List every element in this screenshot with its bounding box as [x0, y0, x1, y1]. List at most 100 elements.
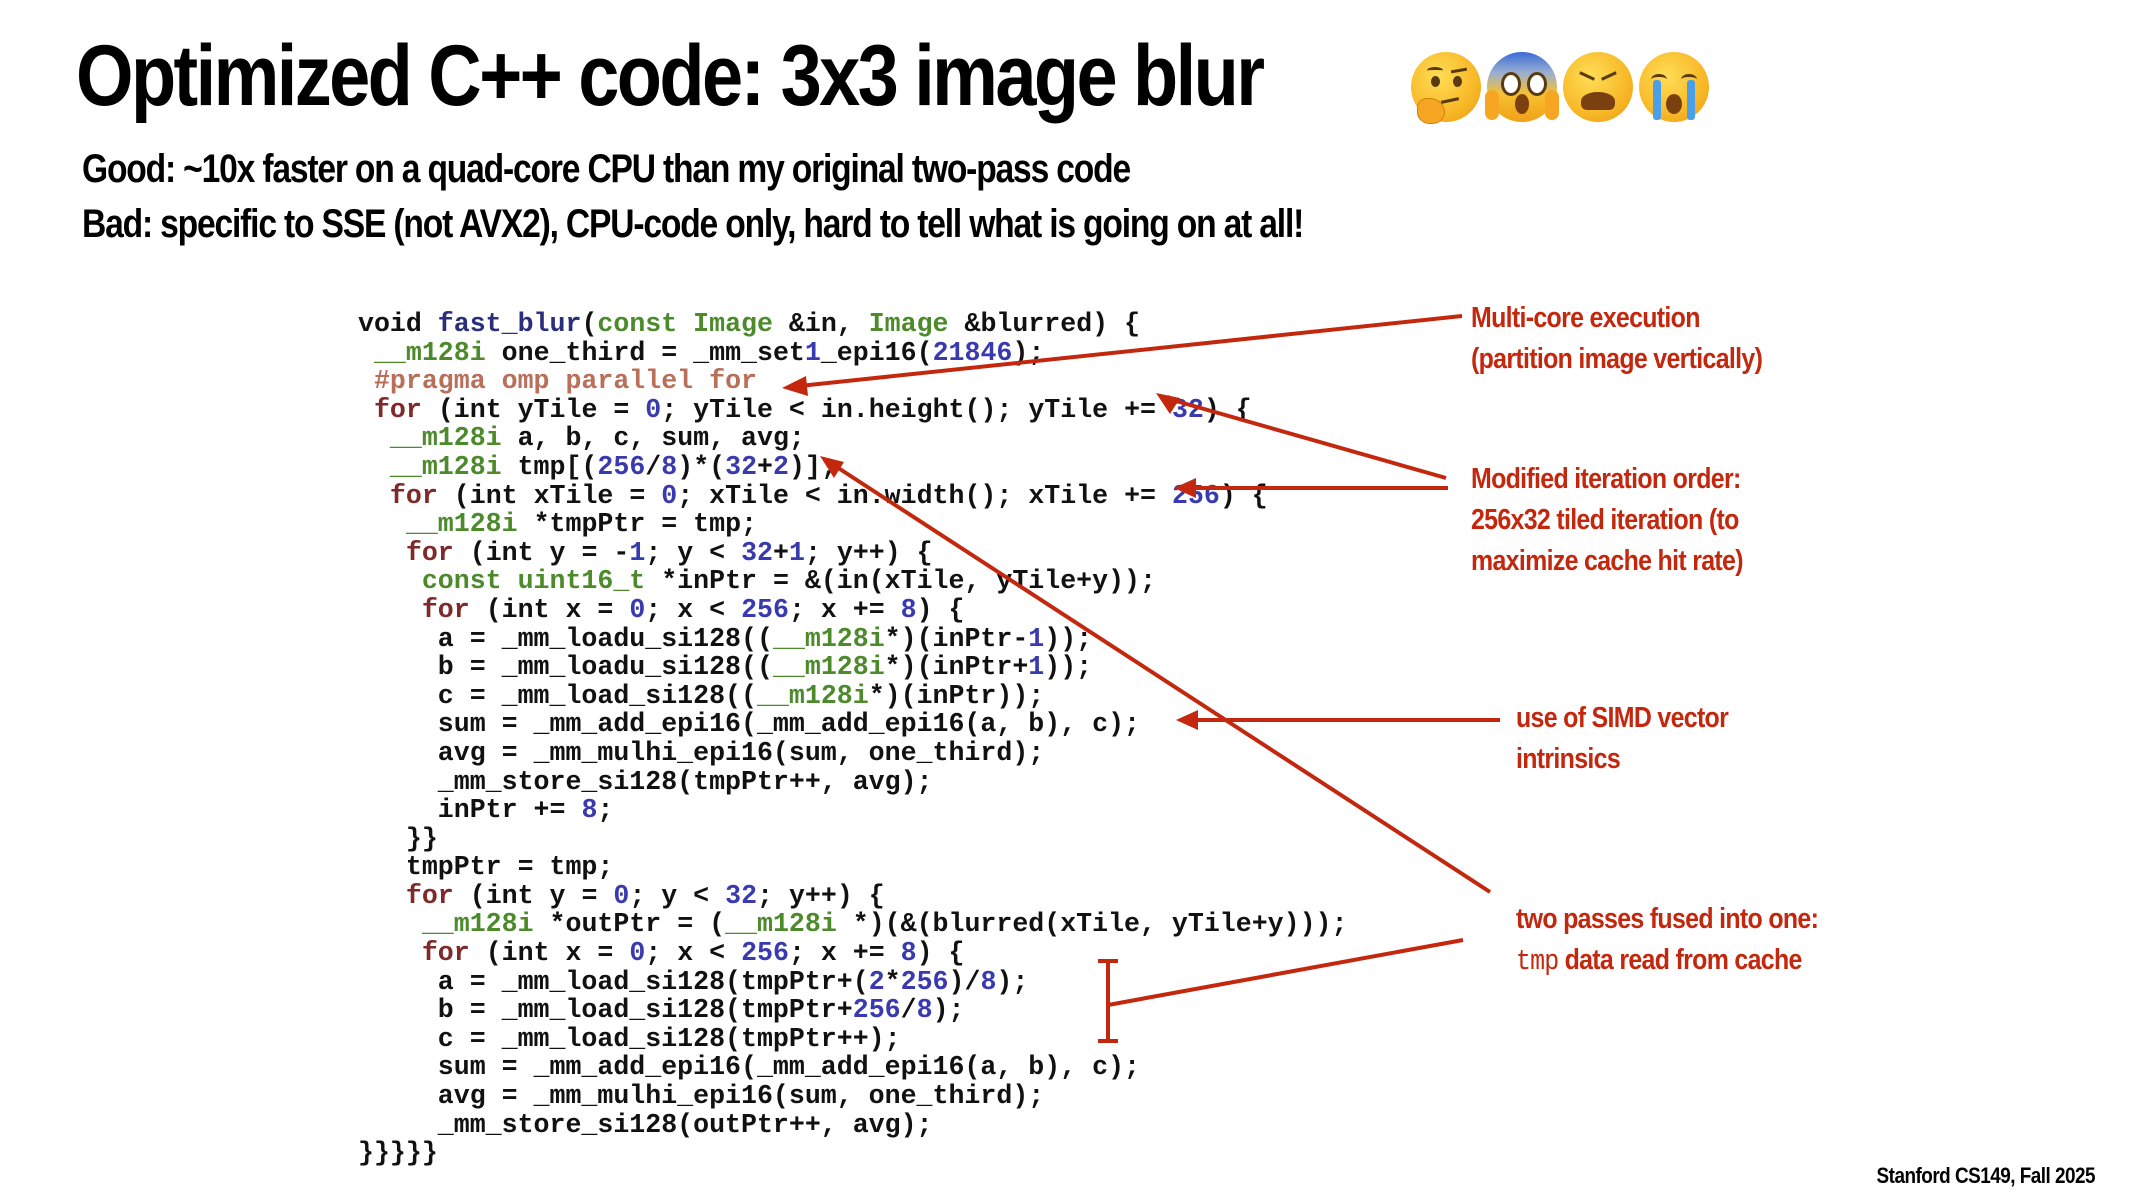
code-token: Image: [868, 309, 965, 339]
code-token: 256: [900, 966, 949, 997]
annotation-iteration-line3: maximize cache hit rate): [1471, 545, 1744, 577]
code-token: 2: [868, 966, 885, 997]
annotation-fused-line2-rest: data read from cache: [1558, 944, 1803, 976]
code-token: ; x <: [645, 594, 742, 625]
loudly-crying-face-icon: [1639, 52, 1709, 122]
code-token: a, b, c, sum, avg;: [501, 423, 805, 454]
code-token: 32: [1171, 394, 1204, 425]
code-token: 256: [741, 594, 789, 625]
code-token: 0: [629, 938, 646, 969]
code-token: [358, 338, 374, 368]
code-line: _mm_store_si128(outPtr++, avg);: [358, 1109, 1347, 1140]
code-token: 0: [613, 880, 630, 911]
code-token: [358, 452, 390, 482]
code-token: ) {: [1219, 480, 1268, 511]
code-token: [358, 938, 422, 968]
code-token: (int yTile =: [421, 394, 646, 425]
code-token: 32: [741, 537, 773, 568]
code-token: );: [996, 966, 1029, 997]
code-token: ));: [1044, 623, 1093, 654]
annotation-simd: use of SIMD vector intrinsics: [1516, 698, 1729, 780]
code-token: inPtr +=: [358, 795, 582, 826]
code-token: /: [900, 995, 917, 1026]
code-line: const uint16_t *inPtr = &(in(xTile, yTil…: [358, 567, 1347, 596]
code-token: ; y++) {: [804, 537, 933, 568]
annotation-fused-line2: tmp data read from cache: [1516, 940, 1818, 982]
code-token: 256: [852, 995, 901, 1026]
code-token: (int x =: [469, 938, 630, 969]
code-token: )*(: [677, 451, 726, 482]
code-token: 2: [773, 451, 789, 482]
code-token: ; y++) {: [757, 880, 885, 911]
code-line: #pragma omp parallel for: [358, 367, 1347, 396]
annotation-simd-line2: intrinsics: [1516, 743, 1621, 775]
code-token: );: [932, 995, 965, 1026]
code-token: void: [358, 309, 438, 339]
code-token: ; x +=: [788, 594, 901, 625]
footer-course-label: Stanford CS149, Fall 2025: [1876, 1163, 2096, 1188]
code-token: 0: [661, 480, 678, 511]
code-token: __m128i: [772, 623, 885, 654]
code-token: 1: [1028, 652, 1045, 683]
code-line: inPtr += 8;: [358, 796, 1347, 825]
code-token: }}: [358, 823, 438, 854]
annotation-iteration-order: Modified iteration order: 256x32 tiled i…: [1471, 459, 1744, 582]
code-token: __m128i: [389, 451, 502, 482]
code-token: +: [757, 451, 774, 482]
code-token: *)(inPtr-: [884, 623, 1029, 654]
code-line: tmpPtr = tmp;: [358, 853, 1347, 882]
code-token: one_third = _mm_set: [485, 337, 805, 368]
code-token: (int x =: [469, 594, 630, 625]
code-token: *)(&(blurred(xTile, yTile+y)));: [836, 909, 1348, 940]
code-line: c = _mm_load_si128(tmpPtr++);: [358, 1025, 1347, 1054]
code-line: __m128i *tmpPtr = tmp;: [358, 510, 1347, 539]
code-line: }}}}}: [358, 1139, 1347, 1168]
title-emoji-row: [1411, 52, 1709, 124]
code-token: [358, 395, 374, 425]
code-token: __m128i: [772, 652, 885, 683]
code-token: /: [645, 451, 662, 482]
code-token: _mm_store_si128(outPtr++, avg);: [358, 1109, 933, 1140]
code-line: }}: [358, 823, 1347, 854]
code-token: +: [773, 537, 789, 568]
code-line: sum = _mm_add_epi16(_mm_add_epi16(a, b),…: [358, 710, 1347, 739]
code-token: _mm_store_si128(tmpPtr++, avg);: [358, 766, 933, 797]
code-token: ));: [1044, 652, 1093, 683]
code-token: [358, 538, 406, 568]
code-block: void fast_blur(const Image &in, Image &b…: [358, 310, 1347, 1168]
code-token: 8: [900, 938, 917, 969]
code-token: for: [389, 480, 438, 511]
code-line: avg = _mm_mulhi_epi16(sum, one_third);: [358, 1082, 1347, 1111]
annotation-fused-passes: two passes fused into one: tmp data read…: [1516, 899, 1819, 982]
code-token: ;: [597, 795, 614, 826]
code-token: );: [1012, 337, 1045, 368]
code-token: *outPtr = (: [533, 909, 726, 940]
annotation-fused-line1: two passes fused into one:: [1516, 903, 1819, 935]
code-token: __m128i: [756, 680, 869, 711]
code-token: avg = _mm_mulhi_epi16(sum, one_third);: [358, 1081, 1045, 1112]
code-token: ; x +=: [788, 938, 901, 969]
annotation-fused-tmp-code: tmp: [1516, 945, 1559, 978]
code-line: for (int x = 0; x < 256; x += 8) {: [358, 596, 1347, 625]
code-token: 1: [629, 537, 646, 568]
code-token: [358, 423, 390, 453]
code-token: [358, 509, 406, 539]
code-token: tmp[(: [501, 451, 598, 482]
face-screaming-in-fear-icon: [1485, 52, 1559, 122]
code-token: 8: [900, 594, 917, 625]
code-token: [358, 481, 390, 511]
code-token: 32: [725, 451, 758, 482]
code-line: b = _mm_loadu_si128((__m128i*)(inPtr+1))…: [358, 653, 1347, 682]
slide-title: Optimized C++ code: 3x3 image blur: [76, 28, 1265, 124]
code-token: 1: [1028, 623, 1045, 654]
code-token: &blurred) {: [964, 309, 1141, 339]
code-token: _epi16(: [820, 337, 933, 368]
code-token: ; y <: [645, 537, 742, 568]
code-token: }}}}}: [358, 1138, 438, 1169]
code-line: for (int xTile = 0; xTile < in.width(); …: [358, 480, 1347, 511]
code-token: ) {: [916, 938, 965, 969]
code-line: b = _mm_load_si128(tmpPtr+256/8);: [358, 996, 1347, 1025]
code-line: for (int y = -1; y < 32+1; y++) {: [358, 537, 1347, 568]
annotation-multicore: Multi-core execution (partition image ve…: [1471, 298, 1763, 380]
